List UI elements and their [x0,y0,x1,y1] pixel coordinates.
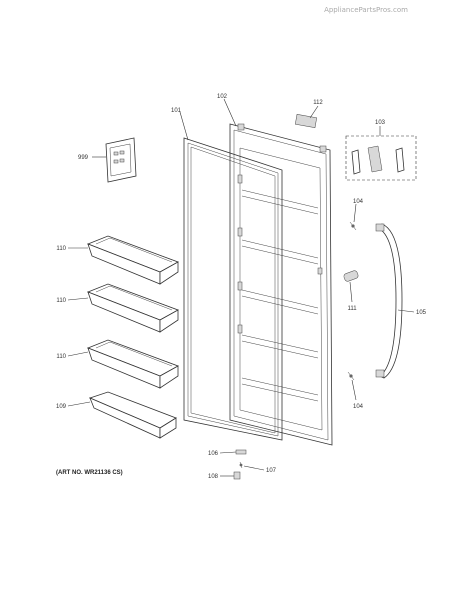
part-labels: 101 102 112 103 999 104 104 110 110 110 … [56,94,427,480]
cap-111 [343,270,359,282]
door-gasket [183,137,283,441]
door-bin-110-1 [86,235,179,285]
leader-lines [67,98,415,477]
door-bin-109 [88,391,177,439]
hinge-kit-103 [345,135,417,181]
label-999: 999 [78,155,89,161]
bracket-112 [294,114,318,128]
control-panel-999 [105,137,137,183]
screw-104-top [349,221,357,231]
door-liner-shelves [241,189,319,402]
label-111: 111 [347,306,357,312]
label-108: 108 [208,474,219,480]
label-102: 102 [217,94,228,100]
label-103: 103 [375,120,386,126]
label-107: 107 [266,468,277,474]
label-106: 106 [208,451,219,457]
label-105: 105 [416,310,427,316]
label-104-bottom: 104 [353,404,364,410]
label-110-2: 110 [56,298,66,304]
label-112: 112 [313,100,323,106]
label-110-3: 110 [56,354,66,360]
label-109: 109 [56,404,67,410]
label-101: 101 [171,108,182,114]
door-bin-110-2 [86,283,179,333]
screw-104-bottom [347,371,355,381]
art-number: (ART NO. WR21136 CS) [56,470,123,476]
part-106 [235,449,247,455]
watermark: AppliancePartsPros.com [324,6,408,14]
label-104-top: 104 [353,199,364,205]
label-110-1: 110 [56,246,66,252]
door-bin-110-3 [86,339,179,389]
part-107 [239,461,243,469]
door-handle-105 [375,223,403,379]
door-outer-panel [229,123,333,446]
part-108 [233,471,241,480]
